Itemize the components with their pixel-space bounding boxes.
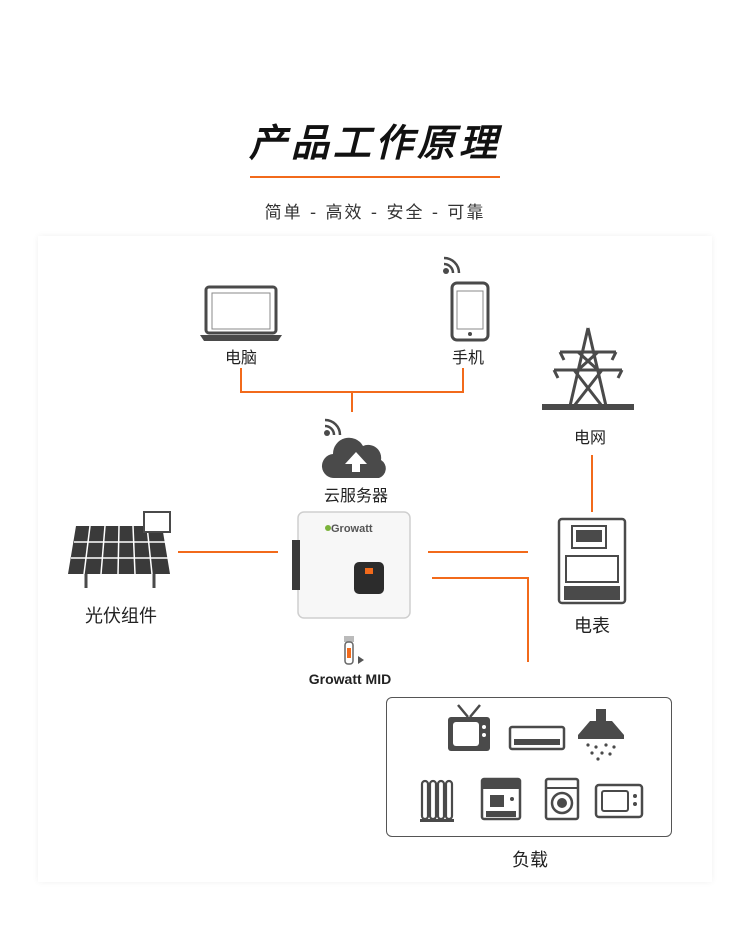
inverter-brand: Growatt	[331, 523, 373, 535]
energy-meter-icon	[557, 517, 627, 605]
grid-label: 电网	[573, 428, 606, 447]
microwave-icon	[594, 783, 644, 819]
smartphone-icon	[450, 281, 490, 342]
grid-device	[540, 326, 636, 418]
air-conditioner-icon	[508, 725, 566, 751]
cloud-upload-icon	[321, 437, 386, 479]
line-computer	[240, 368, 464, 393]
transmission-tower-icon	[542, 327, 634, 410]
cloud-wifi	[322, 418, 344, 442]
phone-wifi	[441, 256, 463, 280]
tv-icon	[448, 704, 490, 751]
page-subtitle: 简单 - 高效 - 安全 - 可靠	[264, 203, 486, 223]
computer-label: 电脑	[224, 348, 257, 367]
pv-device	[66, 510, 178, 594]
wifi-icon	[324, 418, 342, 436]
oil-heater-icon	[420, 779, 454, 822]
computer-device	[200, 285, 284, 349]
mid-label: Growatt MID	[308, 671, 392, 687]
solar-panel-icon	[68, 511, 171, 588]
load-label: 负载	[512, 850, 548, 871]
page-title: 产品工作原理	[248, 121, 501, 165]
range-hood-icon	[578, 709, 624, 761]
laptop-icon	[200, 285, 282, 341]
cloud-device	[321, 436, 389, 484]
coffee-machine-icon	[480, 777, 522, 821]
washing-machine-icon	[544, 777, 580, 821]
title-divider	[250, 176, 500, 178]
load-appliances	[420, 704, 644, 822]
pv-label: 光伏组件	[85, 606, 157, 627]
cloud-label: 云服务器	[323, 486, 388, 505]
inverter-icon	[292, 511, 411, 619]
inverter-device	[292, 510, 416, 626]
mid-device	[340, 634, 368, 672]
phone-label: 手机	[451, 348, 484, 367]
phone-device	[450, 281, 490, 346]
wifi-icon	[443, 256, 461, 274]
meter-label: 电表	[574, 616, 610, 637]
mid-sensor-icon	[344, 636, 364, 665]
meter-device	[557, 517, 628, 610]
line-inverter-load	[432, 577, 529, 662]
